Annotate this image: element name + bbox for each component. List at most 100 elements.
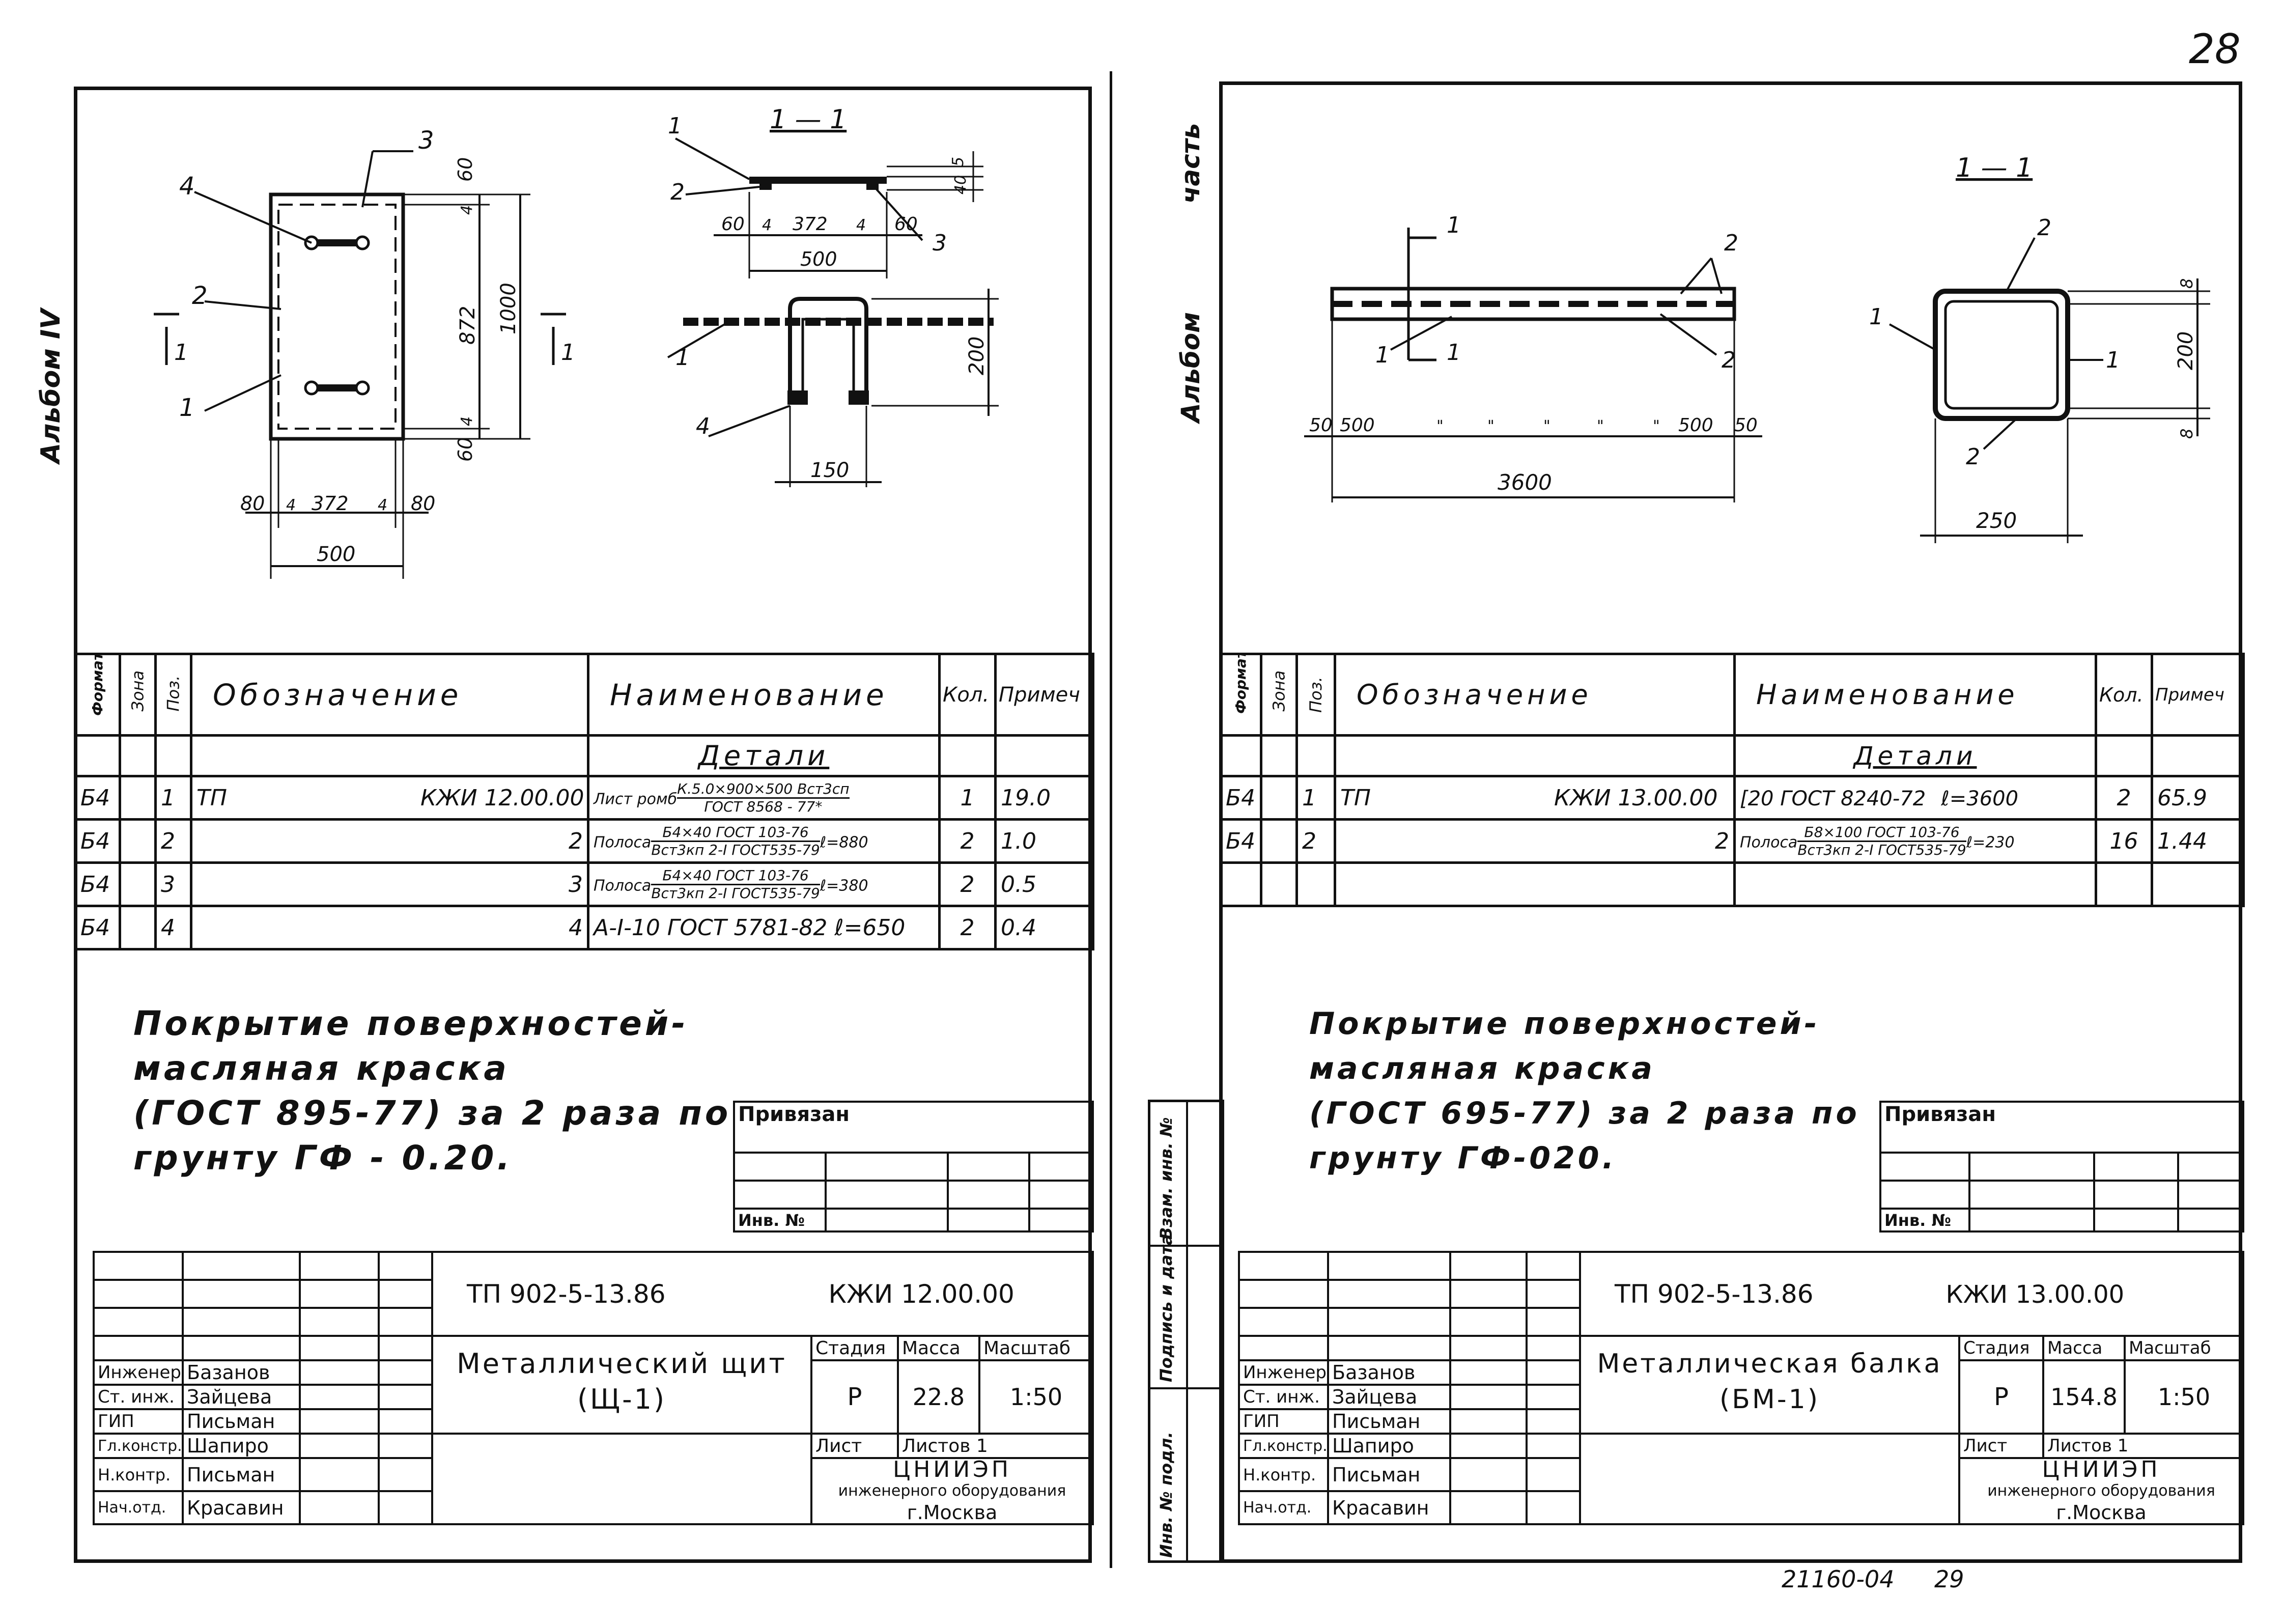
left-spec-table: Формат Зона Поз. Обозначение Наименовани… <box>74 653 1094 950</box>
callout-2: 2 <box>192 282 208 310</box>
section-strip-a <box>759 184 772 190</box>
right-section-title: 1 — 1 <box>1956 153 2033 183</box>
u-bar <box>788 297 868 401</box>
r-dim-8a: 8 <box>2177 278 2196 289</box>
hdr-note: Примеч <box>994 653 1094 737</box>
r-dim-500b: 500 <box>1678 415 1713 436</box>
r-dim-50b: 50 <box>1734 415 1758 436</box>
right-callout-2a: 2 <box>1724 230 1738 256</box>
hdr-pos: Поз. <box>154 653 192 737</box>
r-dim-50a: 50 <box>1309 415 1333 436</box>
left-section-title: 1 — 1 <box>770 104 847 135</box>
dim-60-bottom: 60 <box>454 437 476 462</box>
r-hdr-designation: Обозначение <box>1334 653 1736 737</box>
dim-4-left: 4 <box>286 496 296 514</box>
r-dim-8b: 8 <box>2177 429 2196 439</box>
r-hdr-pos: Поз. <box>1295 653 1336 737</box>
sec-callout-1: 1 <box>668 113 682 139</box>
sec-dim-500: 500 <box>800 248 837 270</box>
hdr-designation: Обозначение <box>190 653 589 737</box>
center-divider <box>1110 71 1112 1568</box>
hdr-name: Наименование <box>587 653 941 737</box>
sec-dim-60a: 60 <box>721 214 745 235</box>
sec-dim-150: 150 <box>810 459 849 482</box>
callout-1: 1 <box>179 394 195 422</box>
dim-500: 500 <box>317 543 355 566</box>
strip-outline <box>277 204 397 430</box>
right-callout-2b: 2 <box>1722 347 1736 373</box>
bar-top-end-b <box>355 235 370 250</box>
svg-text:": " <box>1653 417 1660 435</box>
r-sec-callout-2a: 2 <box>2037 215 2051 241</box>
left-drawing: 3 4 2 1 1 1 60 4 872 1000 4 60 80 4 372 … <box>154 104 999 579</box>
leader-2 <box>204 300 281 310</box>
sec-dim-40: 40 <box>952 175 970 194</box>
dim-80-right: 80 <box>411 492 435 515</box>
sec-callout-1b: 1 <box>675 345 690 371</box>
sec-callout-3: 3 <box>933 230 947 256</box>
sec-dim-5: 5 <box>949 157 967 166</box>
sec-dim-4a: 4 <box>762 216 772 234</box>
right-album-label: Альбом <box>1176 312 1205 423</box>
dim-1000: 1000 <box>497 283 520 334</box>
section-mark-right-label: 1 <box>561 340 575 366</box>
sec-callout-2: 2 <box>670 179 685 205</box>
left-album-label: Альбом IV <box>36 309 66 463</box>
left-sheet: 3 4 2 1 1 1 60 4 872 1000 4 60 80 4 372 … <box>74 87 1094 1563</box>
footer-code: 21160-04 <box>1782 1565 1895 1593</box>
right-spec-table: Формат Зона Поз. Обозначение Наименовани… <box>1219 653 2245 907</box>
right-section-mark-b: 1 <box>1447 340 1461 366</box>
dim-4-top: 4 <box>458 205 476 215</box>
right-part-label: часть <box>1176 123 1205 204</box>
r-dim-250: 250 <box>1976 508 2017 533</box>
r-hdr-note: Примеч <box>2151 653 2245 737</box>
leader-1 <box>204 374 281 412</box>
dim-4-bottom: 4 <box>458 416 476 426</box>
right-sheet: 1 1 2 2 1 50 500 " " " " " 500 50 3600 1… <box>1219 81 2245 1563</box>
sec-callout-4: 4 <box>696 413 710 439</box>
footer-page: 29 <box>1934 1565 1964 1593</box>
svg-text:": " <box>1543 417 1550 435</box>
sec-dim-200: 200 <box>965 337 989 375</box>
right-side-stamp: Взам. инв. № Подпись и дата Инв. № подл. <box>1148 1100 1224 1563</box>
r-sec-callout-1a: 1 <box>1869 304 1883 330</box>
r-hdr-qty: Кол. <box>2095 653 2153 737</box>
dim-872: 872 <box>456 306 480 345</box>
r-dim-200: 200 <box>2174 331 2197 370</box>
dim-4-right: 4 <box>378 496 387 514</box>
r-dim-3600: 3600 <box>1498 470 1552 495</box>
section-mark-left-label: 1 <box>174 340 188 366</box>
bar-bottom-end-a <box>304 380 319 396</box>
right-section-mark-a: 1 <box>1447 212 1461 238</box>
r-hdr-format: Формат <box>1219 653 1262 737</box>
leader-3b <box>361 151 374 208</box>
r-sec-callout-1b: 1 <box>2106 347 2120 373</box>
sec-dim-372: 372 <box>793 214 828 235</box>
dim-372: 372 <box>312 492 349 515</box>
r-dim-500a: 500 <box>1340 415 1375 436</box>
sec-dim-60b: 60 <box>894 214 918 235</box>
bar-bottom-end-b <box>355 380 370 396</box>
right-callout-1a: 1 <box>1375 342 1390 368</box>
svg-text:": " <box>1487 417 1495 435</box>
r-group-details: Детали <box>1733 734 2097 777</box>
right-coating-note: Покрытие поверхностей- масляная краска (… <box>1309 1006 1860 1176</box>
svg-text:": " <box>1597 417 1604 435</box>
sec-dim-4b: 4 <box>856 216 866 234</box>
hdr-qty: Кол. <box>938 653 997 737</box>
dim-60-top: 60 <box>454 157 476 182</box>
r-hdr-name: Наименование <box>1733 653 2097 737</box>
channel-box <box>1933 289 2070 421</box>
left-privyazan-block: Привязан Инв. № <box>732 1101 1094 1233</box>
leader-4 <box>194 191 312 244</box>
left-coating-note: Покрытие поверхностей- масляная краска (… <box>133 1004 731 1178</box>
r-hdr-zone: Зона <box>1260 653 1298 737</box>
